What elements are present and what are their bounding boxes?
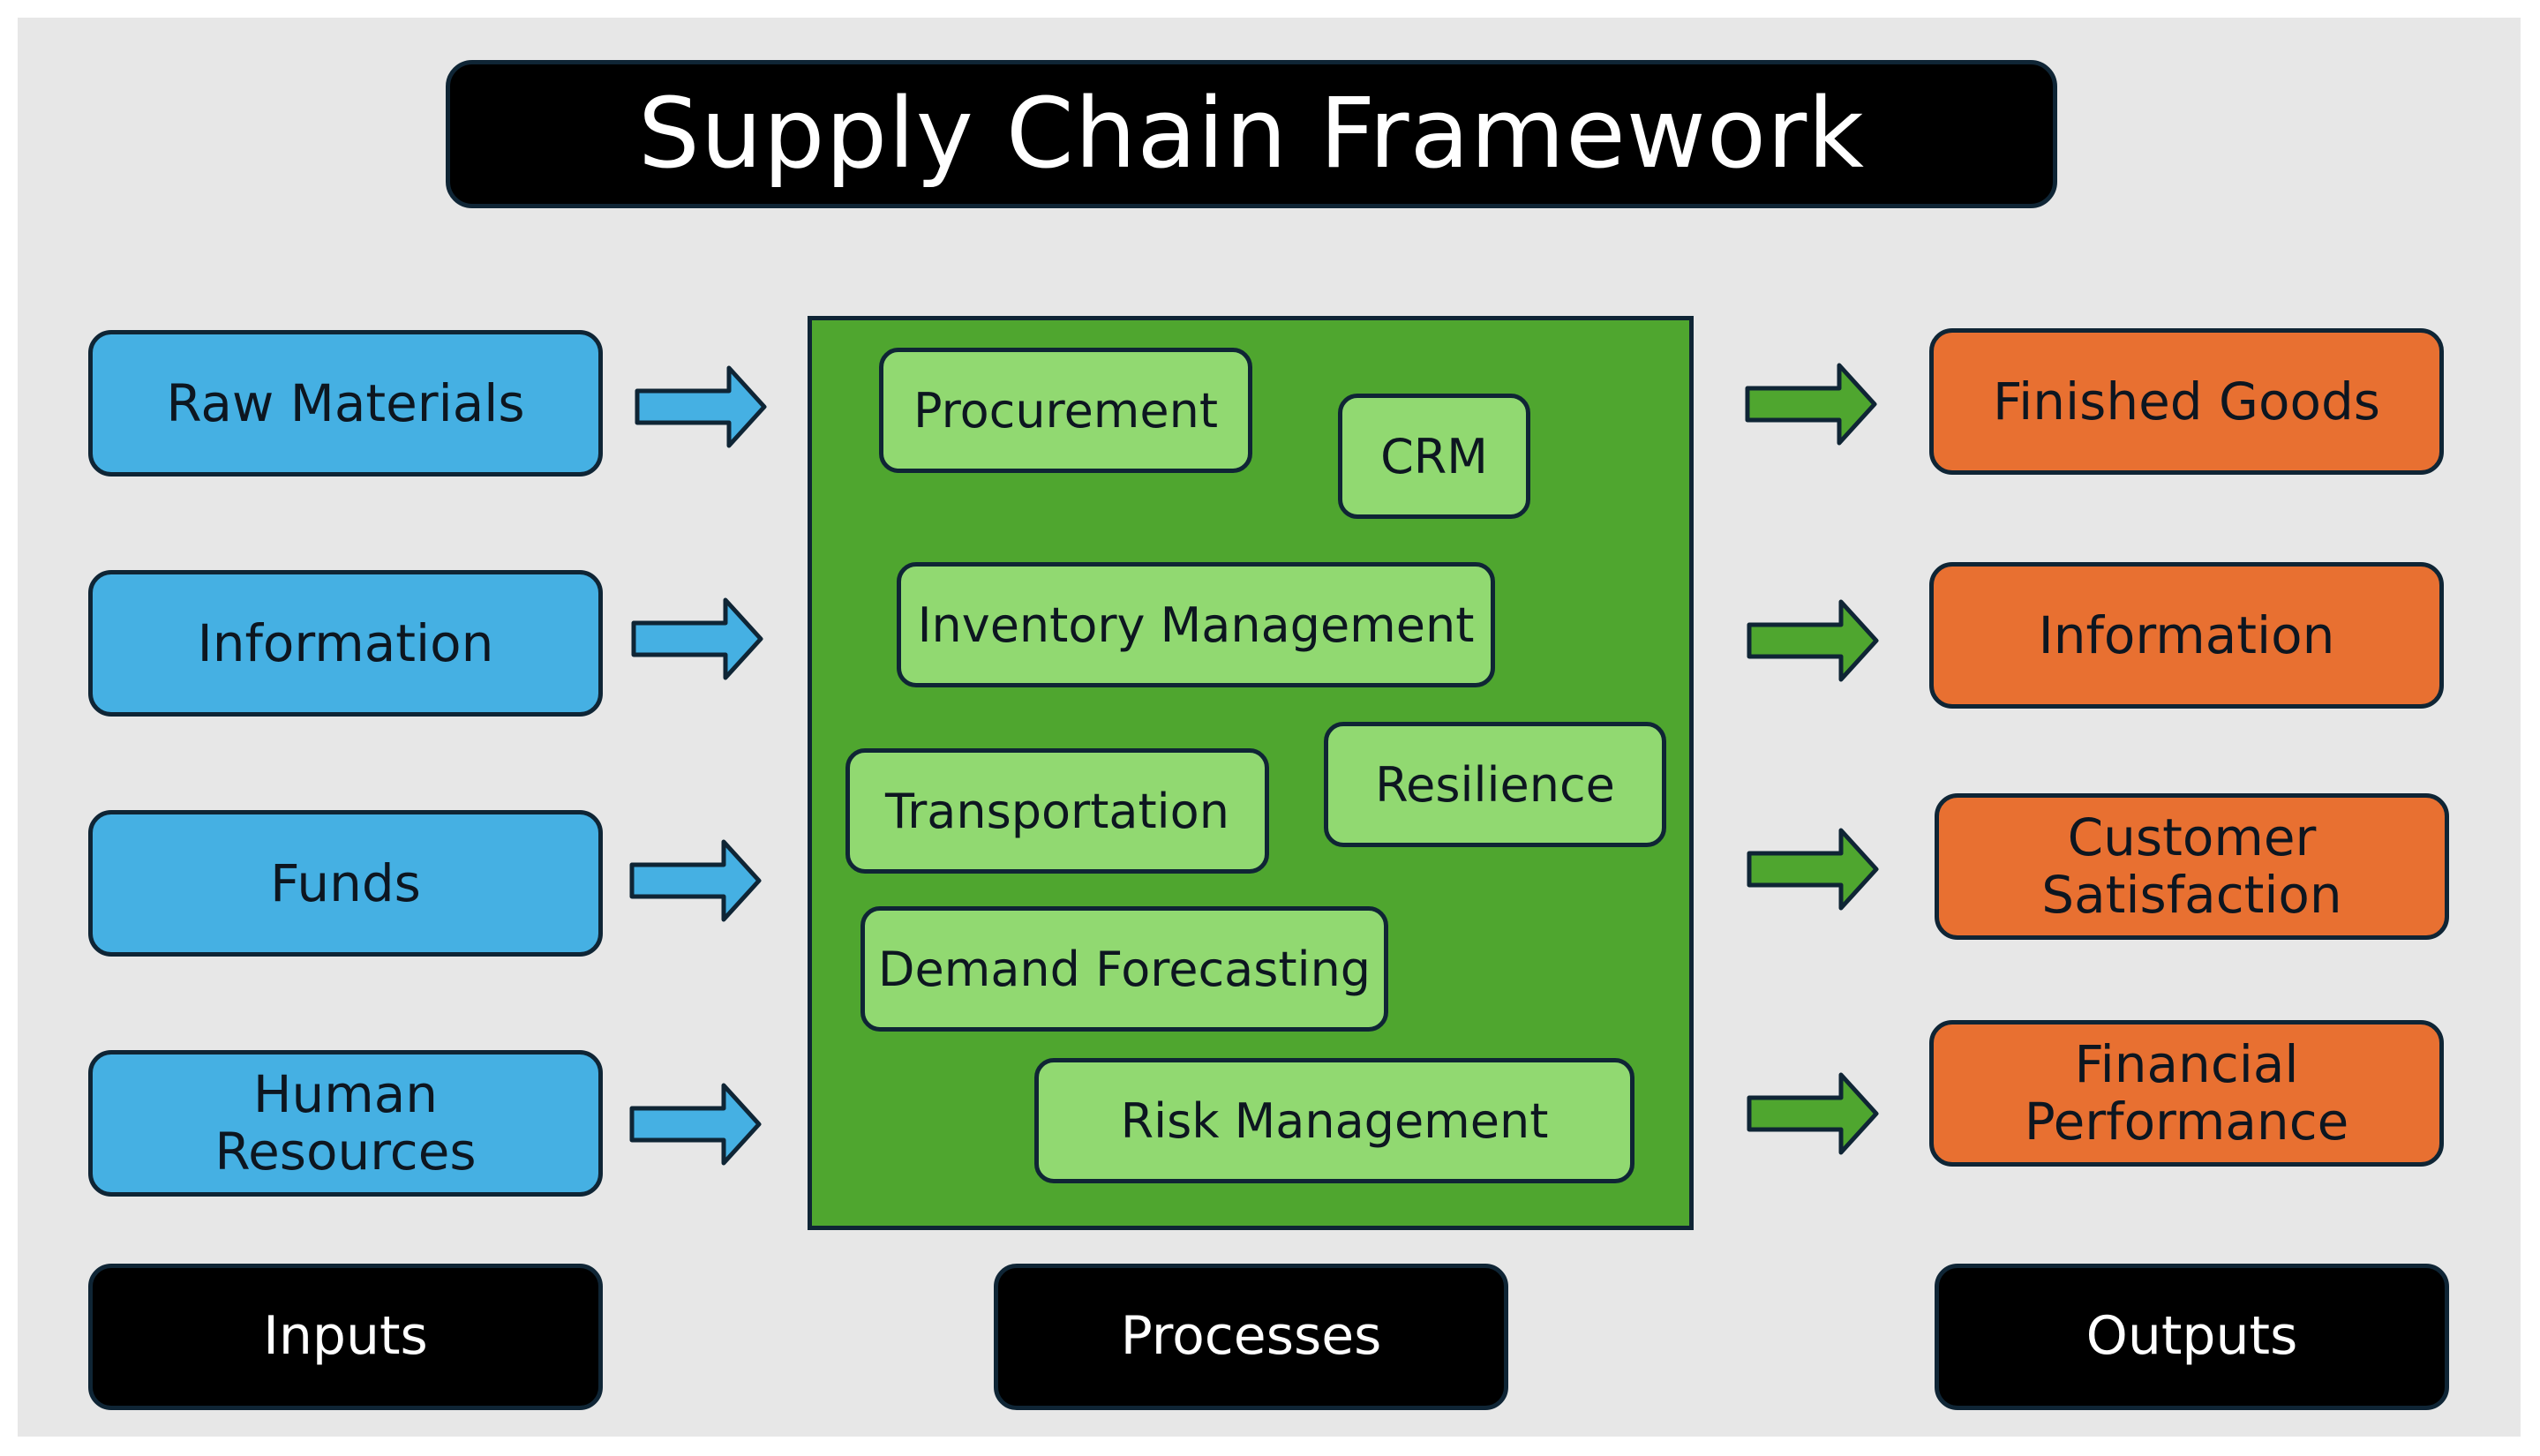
input-human-resources: Human Resources bbox=[88, 1050, 603, 1197]
right-arrow-icon bbox=[1747, 599, 1879, 682]
right-arrow-icon bbox=[635, 365, 767, 448]
right-arrow-icon bbox=[1745, 363, 1877, 446]
right-arrow-icon bbox=[1747, 828, 1879, 911]
label-inputs: Inputs bbox=[88, 1264, 603, 1410]
process-inventory-management: Inventory Management bbox=[897, 562, 1495, 687]
output-information: Information bbox=[1929, 562, 2444, 709]
process-demand-forecasting: Demand Forecasting bbox=[860, 906, 1388, 1032]
process-crm: CRM bbox=[1338, 394, 1530, 519]
input-raw-materials: Raw Materials bbox=[88, 330, 603, 477]
output-financial-performance: Financial Performance bbox=[1929, 1020, 2444, 1167]
output-finished-goods: Finished Goods bbox=[1929, 328, 2444, 475]
input-information: Information bbox=[88, 570, 603, 717]
process-transportation: Transportation bbox=[845, 748, 1269, 874]
label-outputs: Outputs bbox=[1935, 1264, 2449, 1410]
process-resilience: Resilience bbox=[1324, 722, 1666, 847]
right-arrow-icon bbox=[629, 839, 762, 922]
right-arrow-icon bbox=[631, 597, 763, 680]
right-arrow-icon bbox=[1747, 1072, 1879, 1155]
process-procurement: Procurement bbox=[879, 348, 1252, 473]
diagram-title: Supply Chain Framework bbox=[446, 60, 2057, 208]
output-customer-satisfaction: Customer Satisfaction bbox=[1935, 793, 2449, 940]
input-funds: Funds bbox=[88, 810, 603, 957]
right-arrow-icon bbox=[629, 1083, 762, 1166]
process-risk-management: Risk Management bbox=[1034, 1058, 1634, 1183]
label-processes: Processes bbox=[994, 1264, 1508, 1410]
